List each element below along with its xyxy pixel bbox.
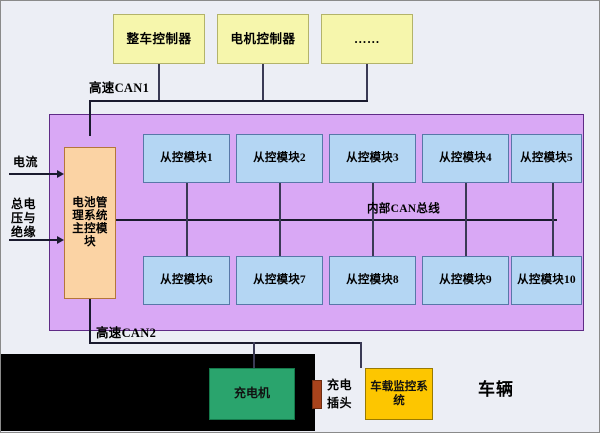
- slave-module-label: 从控模块5: [520, 152, 573, 165]
- slave-module-label: 从控模块6: [160, 274, 213, 287]
- slave-module-8[interactable]: 从控模块8: [329, 256, 416, 305]
- slave-module-label: 从控模块7: [253, 274, 306, 287]
- internal-can-bus-line: [116, 219, 557, 221]
- slave-stub-up-4: [465, 183, 467, 220]
- charger-box[interactable]: 充电机: [209, 368, 295, 420]
- slave-stub-down-6: [186, 219, 188, 256]
- bms-master-module[interactable]: 电池管理系统主控模块: [64, 147, 116, 299]
- controller-drop-line-1: [158, 64, 160, 102]
- slave-module-label: 从控模块4: [439, 152, 492, 165]
- current-input-arrow-icon: [57, 170, 64, 178]
- voltage-insulation-input-arrow-icon: [57, 236, 64, 244]
- slave-module-2[interactable]: 从控模块2: [236, 134, 323, 183]
- vehicle-caption-label: 车辆: [478, 380, 514, 399]
- slave-stub-down-10: [552, 219, 554, 256]
- controller-box-ellipsis[interactable]: ……: [321, 14, 413, 64]
- slave-module-10[interactable]: 从控模块10: [511, 256, 582, 305]
- slave-stub-down-8: [372, 219, 374, 256]
- voltage-insulation-input-label: 总电 压与 绝缘: [11, 197, 37, 239]
- slave-module-7[interactable]: 从控模块7: [236, 256, 323, 305]
- slave-module-9[interactable]: 从控模块9: [422, 256, 509, 305]
- slave-module-label: 从控模块9: [439, 274, 492, 287]
- slave-stub-down-7: [279, 219, 281, 256]
- controller-drop-line-2: [262, 64, 264, 102]
- can1-elbow-vertical: [89, 100, 91, 136]
- controller-drop-line-3: [366, 64, 368, 102]
- slave-module-label: 从控模块2: [253, 152, 306, 165]
- bms-master-module-label: 电池管理系统主控模块: [72, 197, 108, 248]
- controller-label: ……: [354, 32, 380, 46]
- can1-bus-line: [89, 100, 368, 102]
- monitor-branch-line: [360, 342, 362, 368]
- controller-label: 整车控制器: [126, 32, 192, 46]
- can2-master-drop-line: [89, 299, 91, 343]
- current-input-label: 电流: [13, 155, 39, 169]
- slave-module-3[interactable]: 从控模块3: [329, 134, 416, 183]
- charger-label: 充电机: [233, 386, 270, 401]
- slave-module-6[interactable]: 从控模块6: [143, 256, 230, 305]
- onboard-monitor-system-box[interactable]: 车载监控系统: [365, 368, 433, 420]
- slave-module-label: 从控模块1: [160, 152, 213, 165]
- slave-module-5[interactable]: 从控模块5: [511, 134, 582, 183]
- slave-module-label: 从控模块8: [346, 274, 399, 287]
- slave-module-label: 从控模块3: [346, 152, 399, 165]
- controller-box-vehicle[interactable]: 整车控制器: [113, 14, 205, 64]
- internal-can-bus-label: 内部CAN总线: [367, 203, 441, 215]
- can1-bus-label: 高速CAN1: [89, 81, 150, 95]
- charger-branch-line: [253, 342, 255, 368]
- controller-box-motor[interactable]: 电机控制器: [217, 14, 309, 64]
- slave-stub-down-9: [465, 219, 467, 256]
- can2-bus-label: 高速CAN2: [96, 326, 157, 340]
- slave-stub-up-2: [279, 183, 281, 220]
- controller-label: 电机控制器: [230, 32, 296, 46]
- slave-stub-up-1: [186, 183, 188, 220]
- slave-module-label: 从控模块10: [517, 274, 576, 287]
- slave-module-1[interactable]: 从控模块1: [143, 134, 230, 183]
- current-input-line: [9, 173, 57, 175]
- charge-plug-connector-icon: [312, 380, 322, 409]
- slave-stub-up-3: [372, 183, 374, 220]
- voltage-insulation-input-line: [9, 239, 57, 241]
- charge-plug-label: 充电 插头: [327, 378, 353, 410]
- can2-bus-line: [89, 342, 362, 344]
- slave-stub-up-5: [552, 183, 554, 220]
- onboard-monitor-system-label: 车载监控系统: [370, 380, 428, 407]
- slave-module-4[interactable]: 从控模块4: [422, 134, 509, 183]
